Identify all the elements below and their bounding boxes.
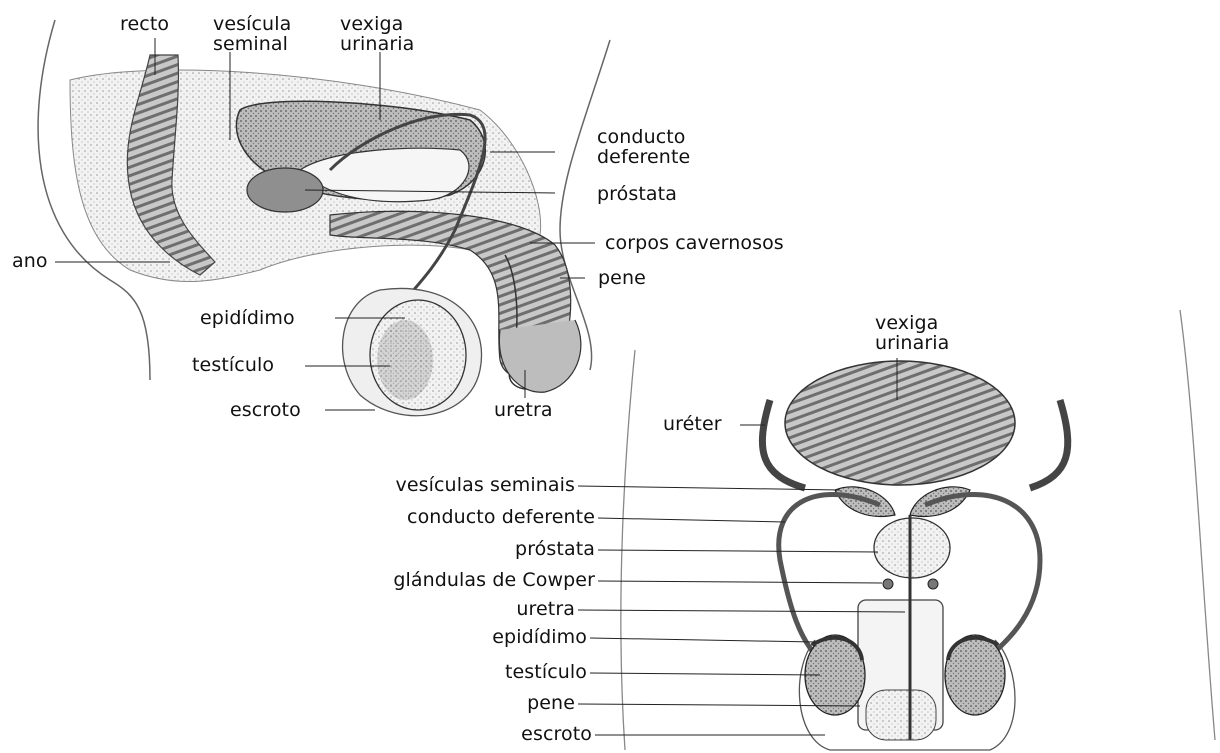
label-uretra-sagittal: uretra: [494, 400, 553, 420]
label-pene-frontal: pene: [420, 693, 575, 713]
cowper-gland-left: [883, 579, 893, 589]
label-glandulas-cowper: glándulas de Cowper: [300, 570, 595, 590]
label-vexiga-urinaria-sagittal: vexiga urinaria: [340, 14, 414, 54]
label-epididimo-sagittal: epidídimo: [200, 308, 295, 328]
label-conducto-deferente-sagittal: conducto deferente: [597, 127, 690, 167]
label-ureter: uréter: [663, 414, 722, 434]
bladder-frontal: [785, 361, 1015, 485]
body-outline-right: [1180, 310, 1215, 740]
label-escroto-frontal: escroto: [420, 724, 592, 744]
label-recto: recto: [120, 14, 169, 34]
prostate-frontal: [874, 518, 950, 578]
label-uretra-frontal: uretra: [420, 599, 575, 619]
label-epididimo-frontal: epidídimo: [420, 627, 587, 647]
label-vesiculas-seminais: vesículas seminais: [320, 475, 575, 495]
label-corpos-cavernosos: corpos cavernosos: [605, 233, 784, 253]
label-escroto-sagittal: escroto: [230, 400, 301, 420]
frontal-view: [621, 310, 1215, 750]
label-testiculo-sagittal: testículo: [192, 355, 274, 375]
label-conducto-deferente-frontal: conducto deferente: [300, 507, 595, 527]
label-ano: ano: [12, 251, 48, 271]
ureter-right: [1030, 400, 1068, 488]
cowper-gland-right: [928, 579, 938, 589]
label-prostata-frontal: próstata: [420, 539, 595, 559]
sagittal-view: [38, 20, 610, 416]
label-vesicula-seminal: vesícula seminal: [213, 14, 291, 54]
label-pene-sagittal: pene: [598, 268, 646, 288]
label-vexiga-urinaria-frontal: vexiga urinaria: [875, 313, 949, 353]
label-prostata-sagittal: próstata: [597, 184, 677, 204]
label-testiculo-frontal: testículo: [420, 662, 587, 682]
